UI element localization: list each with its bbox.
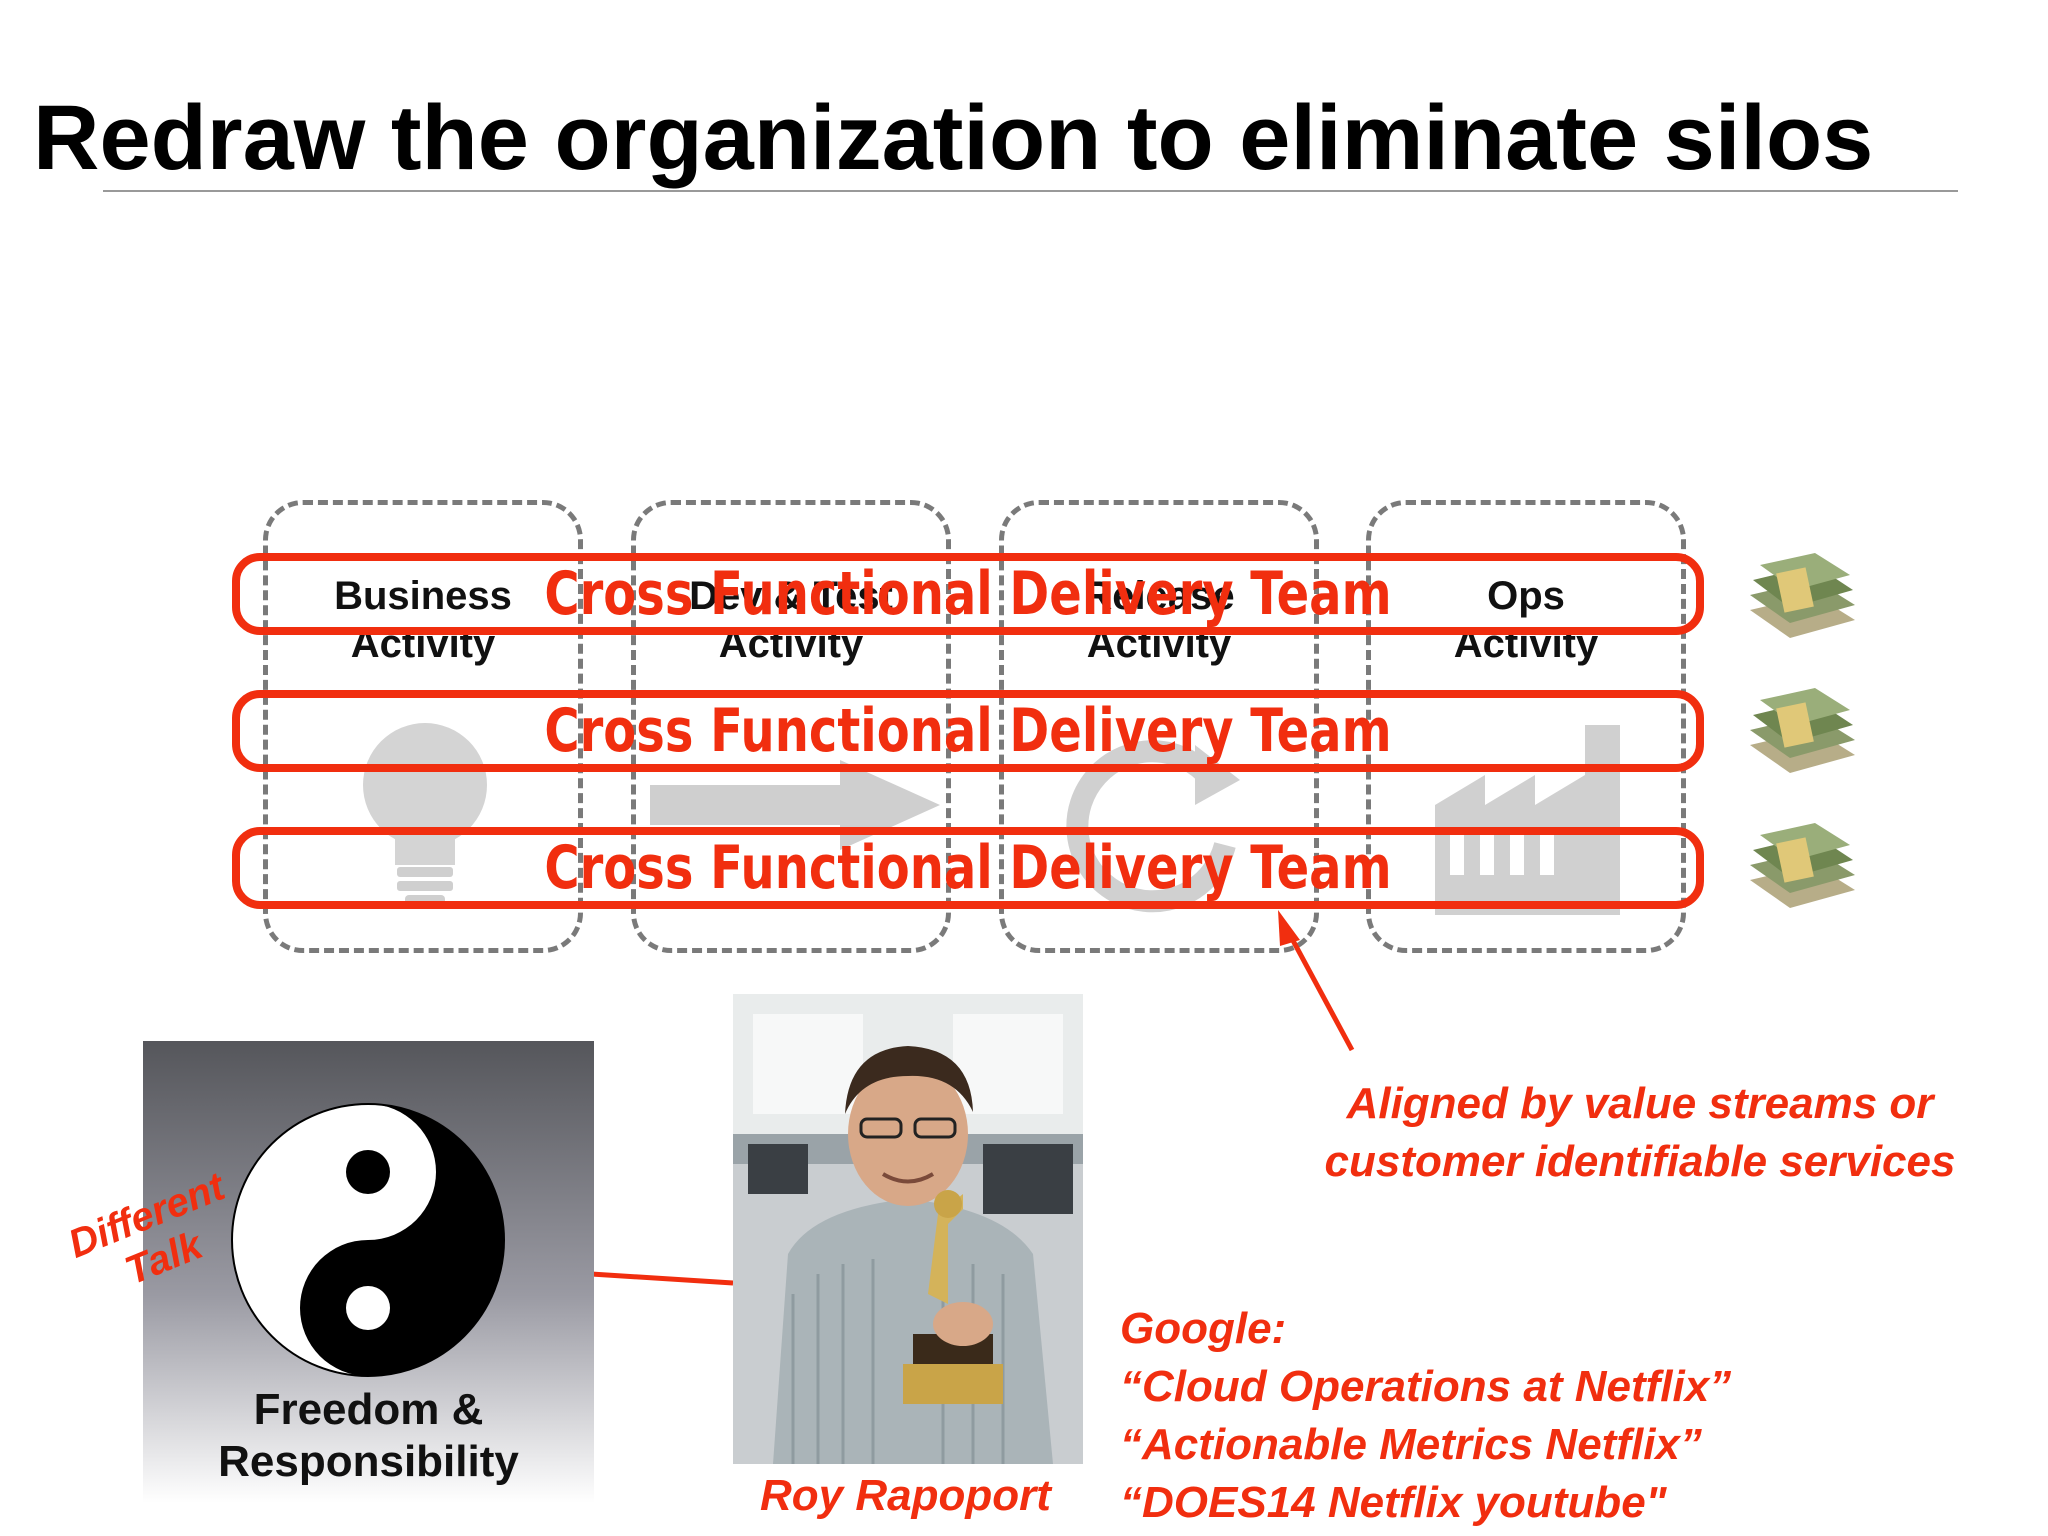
person-name: Roy Rapoport [760,1471,1051,1520]
team-label-1: Cross Functional Delivery Team [544,559,1392,629]
arrow-right-icon [650,760,940,850]
team-bar-3 [232,827,1704,909]
factory-icon [1435,725,1620,915]
title-underline [103,190,1958,192]
lane-release [999,500,1319,953]
aligned-note-line1: Aligned by value streams or [1346,1079,1934,1128]
google-query: “Cloud Operations at Netflix” [1120,1362,1732,1411]
aligned-note-line2: customer identifiable services [1324,1137,1956,1186]
team-bar-2 [232,690,1704,772]
team-bar-1 [232,553,1704,635]
team-label-3: Cross Functional Delivery Team [544,833,1392,903]
pointer-arrow-team [1287,933,1355,1052]
lane-label-line1: Business [334,574,512,618]
google-queries: Google: “Cloud Operations at Netflix” “A… [1120,1300,1731,1532]
google-query: “Actionable Metrics Netflix” [1120,1420,1702,1469]
lane-label-line1: Ops [1487,574,1565,618]
lane-ops [1366,500,1686,953]
money-stack-icon [1750,823,1855,908]
slide-title: Redraw the organization to eliminate sil… [33,87,1874,189]
lane-label-line1: Release [1083,574,1235,618]
money-stack-icon [1750,553,1855,638]
caption-line1: Freedom & [253,1385,484,1434]
money-stack-icon [1750,688,1855,773]
lane-label-line1: Dev & Test [689,574,893,618]
person-photo [733,994,1083,1464]
cycle-icon [1066,740,1240,913]
arrow-head [1278,910,1300,946]
yin-yang-caption: Freedom & Responsibility [143,1384,594,1488]
person-photo-drawing [733,994,1083,1464]
google-query: “DOES14 Netflix youtube" [1120,1478,1667,1527]
yin-yang-icon [231,1103,505,1377]
lane-dev-test [631,500,951,953]
aligned-note: Aligned by value streams or customer ide… [1295,1075,1985,1191]
team-label-2: Cross Functional Delivery Team [544,696,1392,766]
google-heading: Google: [1120,1304,1287,1353]
lane-business [263,500,583,953]
caption-line2: Responsibility [218,1437,519,1486]
